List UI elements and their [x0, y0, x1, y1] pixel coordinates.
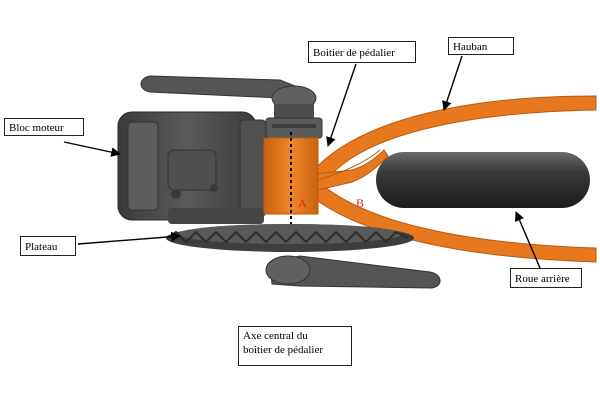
marker-a: A [298, 196, 307, 210]
arrow-roue [514, 211, 541, 269]
arrow-bloc-moteur [63, 141, 121, 157]
label-hauban: Hauban [448, 37, 514, 55]
label-axe-central-line1: Axe central du [243, 330, 308, 342]
hauban-frame [305, 95, 597, 263]
rear-wheel [376, 152, 590, 208]
label-plateau: Plateau [20, 236, 76, 256]
motor-unit [117, 111, 267, 224]
label-bloc-moteur: Bloc moteur [4, 118, 84, 136]
bottom-bracket-shell [263, 132, 319, 224]
chainring [166, 224, 414, 252]
label-axe-central: Axe central du boitier de pédalier [238, 326, 352, 366]
arrow-plateau [77, 231, 181, 245]
arrow-hauban [442, 55, 463, 111]
crank-arm-lower [265, 255, 441, 289]
marker-b: B [356, 196, 364, 210]
label-roue-arriere: Roue arrière [510, 268, 582, 288]
leader-arrows [63, 55, 541, 269]
label-axe-central-line2: boitier de pédalier [243, 344, 324, 356]
arrow-boitier [326, 63, 357, 147]
label-boitier-pedalier: Boitier de pédalier [308, 41, 416, 63]
